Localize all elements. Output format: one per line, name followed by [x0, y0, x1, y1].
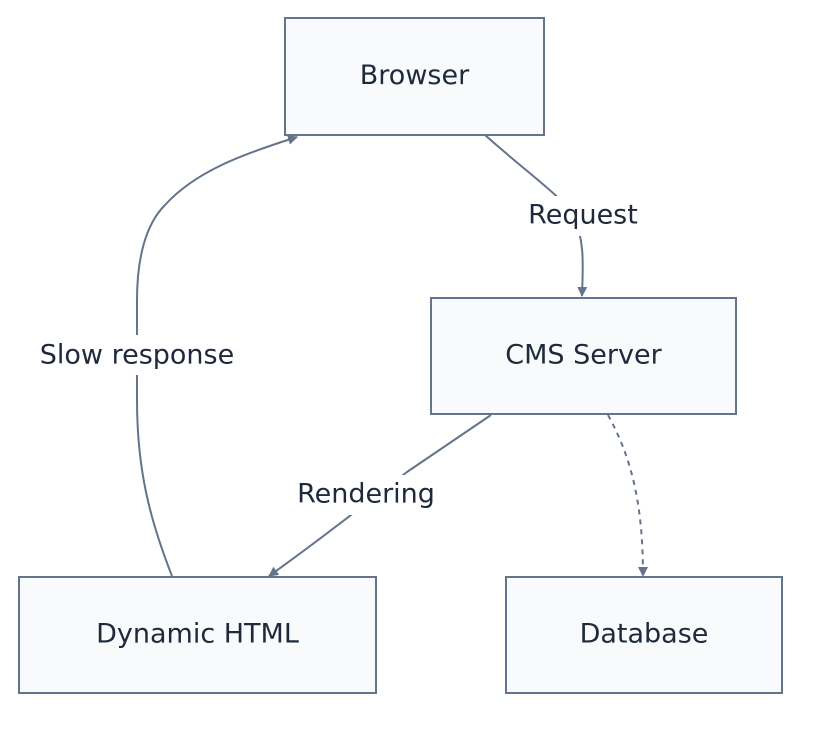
edge-db-query — [607, 414, 648, 577]
node-database: Database — [505, 576, 783, 694]
node-cms-server-box — [430, 297, 737, 415]
node-dynamic-html-box — [18, 576, 377, 694]
node-browser-box — [284, 17, 545, 136]
node-dynamic-html-label: Dynamic HTML — [96, 619, 299, 650]
edge-request-label-bg — [520, 196, 646, 236]
node-browser-label: Browser — [360, 60, 470, 91]
edge-request: Request — [484, 134, 646, 297]
edge-slow-response: Slow response — [28, 134, 298, 577]
edge-slow-response-label: Slow response — [40, 340, 234, 371]
edge-rendering-label: Rendering — [297, 479, 435, 510]
edge-request-label: Request — [528, 200, 638, 231]
edge-slow-response-label-bg — [28, 335, 246, 375]
edge-slow-response-line — [136, 134, 298, 577]
node-dynamic-html: Dynamic HTML — [18, 576, 377, 694]
node-cms-server-label: CMS Server — [505, 340, 662, 371]
edge-rendering-label-bg — [286, 475, 446, 515]
edge-db-query-line — [607, 414, 648, 577]
node-database-box — [505, 576, 783, 694]
node-cms-server: CMS Server — [430, 297, 737, 415]
node-browser: Browser — [284, 17, 545, 136]
node-database-label: Database — [580, 619, 709, 650]
edge-rendering: Rendering — [268, 414, 492, 577]
